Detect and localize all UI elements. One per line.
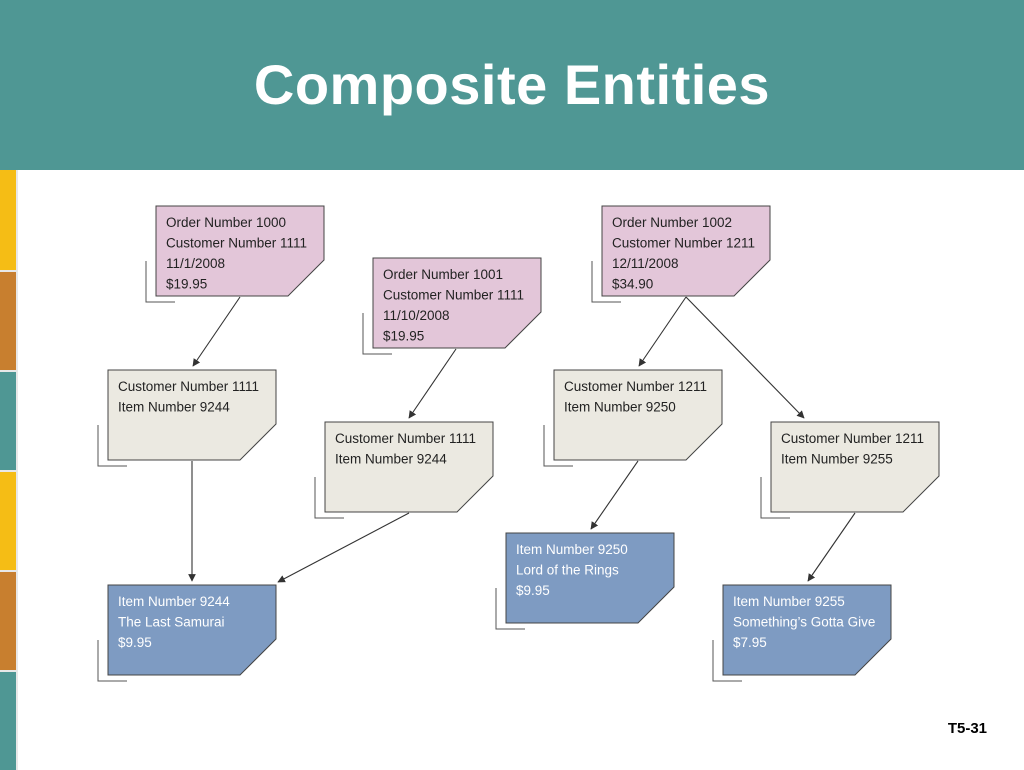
- link-box-shape: [770, 421, 940, 513]
- item-box-line: Lord of the Rings: [516, 563, 619, 578]
- order-box-shape: [372, 257, 542, 349]
- order-box-shape: [155, 205, 325, 297]
- sidebar-segment: [0, 270, 18, 372]
- corner-bracket: [97, 640, 127, 682]
- arrow-link-1211-9250-to-item-9250: [590, 460, 639, 530]
- item-box-line: Item Number 9250: [516, 542, 628, 557]
- sidebar-segment: [0, 570, 18, 672]
- item-box-shape: [107, 584, 277, 676]
- order-box-line: Customer Number 1111: [166, 236, 307, 251]
- corner-bracket: [97, 425, 127, 467]
- corner-bracket: [495, 588, 525, 630]
- link-box-line: Customer Number 1111: [335, 431, 476, 446]
- arrow-order-1002-to-link-1211-9250: [638, 296, 687, 367]
- item-box-shape: [722, 584, 892, 676]
- link-box-line: Customer Number 1211: [781, 431, 924, 446]
- sidebar-accent-strip: [0, 170, 18, 770]
- order-box-line: 11/10/2008: [383, 308, 450, 323]
- link-box-line: Item Number 9244: [335, 452, 447, 467]
- order-box-line: Order Number 1001: [383, 267, 503, 282]
- arrow-link-1211-9255-to-item-9255: [807, 512, 856, 582]
- corner-bracket: [591, 261, 621, 303]
- order-box-line: Order Number 1000: [166, 215, 286, 230]
- item-box-line: $7.95: [733, 635, 767, 650]
- corner-bracket: [712, 640, 742, 682]
- corner-bracket: [314, 477, 344, 519]
- link-box-shape: [324, 421, 494, 513]
- link-box-line: Customer Number 1111: [118, 379, 259, 394]
- link-box-line: Customer Number 1211: [564, 379, 707, 394]
- link-box-line: Item Number 9244: [118, 400, 230, 415]
- order-box-shape: [601, 205, 771, 297]
- item-box-line: $9.95: [516, 583, 550, 598]
- arrow-order-1002-to-link-1211-9255: [685, 296, 805, 419]
- order-box-line: Customer Number 1211: [612, 236, 755, 251]
- item-box-line: $9.95: [118, 635, 152, 650]
- edges-layer: [188, 296, 856, 583]
- arrow-link-1111-9244-b-to-item-9244: [277, 512, 410, 583]
- slide-header: [0, 0, 1024, 170]
- arrow-order-1000-to-link-1111-9244-a: [192, 296, 241, 367]
- item-box-line: Something’s Gotta Give: [733, 615, 875, 630]
- link-box-shape: [107, 369, 277, 461]
- item-box-line: Item Number 9255: [733, 594, 845, 609]
- link-box-line: Item Number 9250: [564, 400, 676, 415]
- order-box-line: 11/1/2008: [166, 256, 225, 271]
- sidebar-segment: [0, 670, 18, 770]
- sidebar-segment: [0, 370, 18, 472]
- arrow-order-1001-to-link-1111-9244-b: [408, 348, 457, 419]
- order-box-line: $19.95: [383, 329, 424, 344]
- item-box-line: The Last Samurai: [118, 615, 225, 630]
- link-box-shape: [553, 369, 723, 461]
- sidebar-segment: [0, 170, 18, 270]
- link-box-line: Item Number 9255: [781, 452, 893, 467]
- order-box-line: Order Number 1002: [612, 215, 732, 230]
- corner-bracket: [543, 425, 573, 467]
- corner-bracket: [760, 477, 790, 519]
- sidebar-segment: [0, 470, 18, 572]
- item-box-line: Item Number 9244: [118, 594, 230, 609]
- corner-bracket: [145, 261, 175, 303]
- slide-title: Composite Entities: [253, 53, 771, 116]
- order-box-line: $19.95: [166, 277, 207, 292]
- page-number: T5-31: [947, 720, 987, 737]
- order-box-line: $34.90: [612, 277, 653, 292]
- order-box-line: Customer Number 1111: [383, 288, 524, 303]
- order-box-line: 12/11/2008: [612, 256, 679, 271]
- item-box-shape: [505, 532, 675, 624]
- corner-bracket: [362, 313, 392, 355]
